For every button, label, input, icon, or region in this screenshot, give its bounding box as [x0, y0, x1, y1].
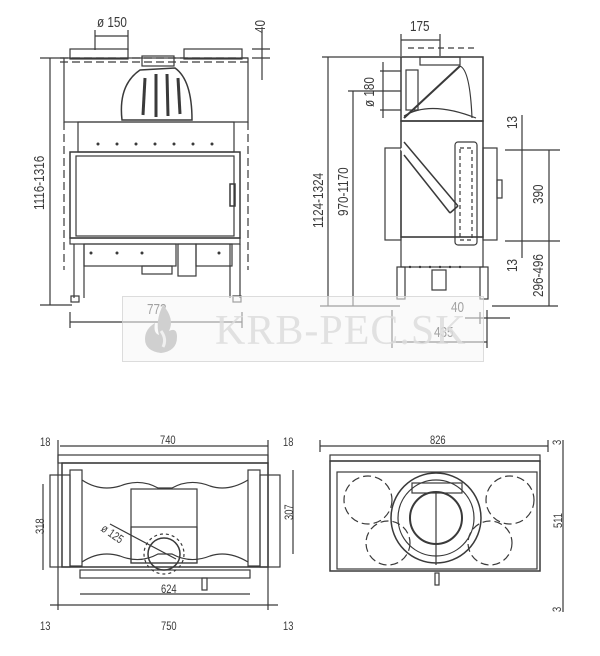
side-vent-height-label: 390 — [530, 184, 547, 204]
side-base-height-label: 296-496 — [530, 254, 547, 297]
bl-inner-width-label: 624 — [161, 582, 177, 596]
watermark-text: KRB-PEC.SK — [215, 308, 467, 354]
front-flue-diameter-label: ø 150 — [97, 14, 127, 31]
side-total-height-label: 1124-1324 — [310, 172, 327, 228]
bl-right-depth-label: 307 — [282, 504, 296, 520]
side-view — [320, 34, 560, 348]
side-vent-top-gap-label: 13 — [504, 115, 521, 129]
side-vent-bottom-gap-label: 13 — [504, 258, 521, 272]
bl-right-overhang-label: 18 — [283, 435, 294, 449]
bottom-left-view — [42, 440, 294, 610]
bl-bottom-right-gap-label: 13 — [283, 619, 294, 633]
front-top-offset-label: 40 — [252, 19, 269, 33]
flame-icon — [145, 305, 177, 353]
bottom-right-view — [319, 440, 564, 612]
side-hearth-height-label: 970-1170 — [335, 167, 352, 216]
br-depth-label: 511 — [551, 513, 565, 528]
bl-bottom-left-gap-label: 13 — [40, 619, 51, 633]
bl-top-width-label: 740 — [160, 433, 176, 447]
front-height-range-label: 1116-1316 — [31, 155, 48, 210]
side-flue-diameter-label: ø 180 — [361, 77, 378, 107]
watermark: KRB-PEC.SK — [122, 296, 484, 362]
br-bottom-gap-label: 3 — [550, 606, 564, 612]
side-flue-width-label: 175 — [410, 18, 430, 35]
br-width-label: 826 — [430, 433, 446, 447]
front-view — [40, 30, 270, 328]
bl-left-depth-label: 318 — [33, 518, 47, 534]
bl-left-overhang-label: 18 — [40, 435, 51, 449]
bl-bottom-width-label: 750 — [161, 619, 177, 633]
br-top-gap-label: 3 — [550, 439, 564, 445]
